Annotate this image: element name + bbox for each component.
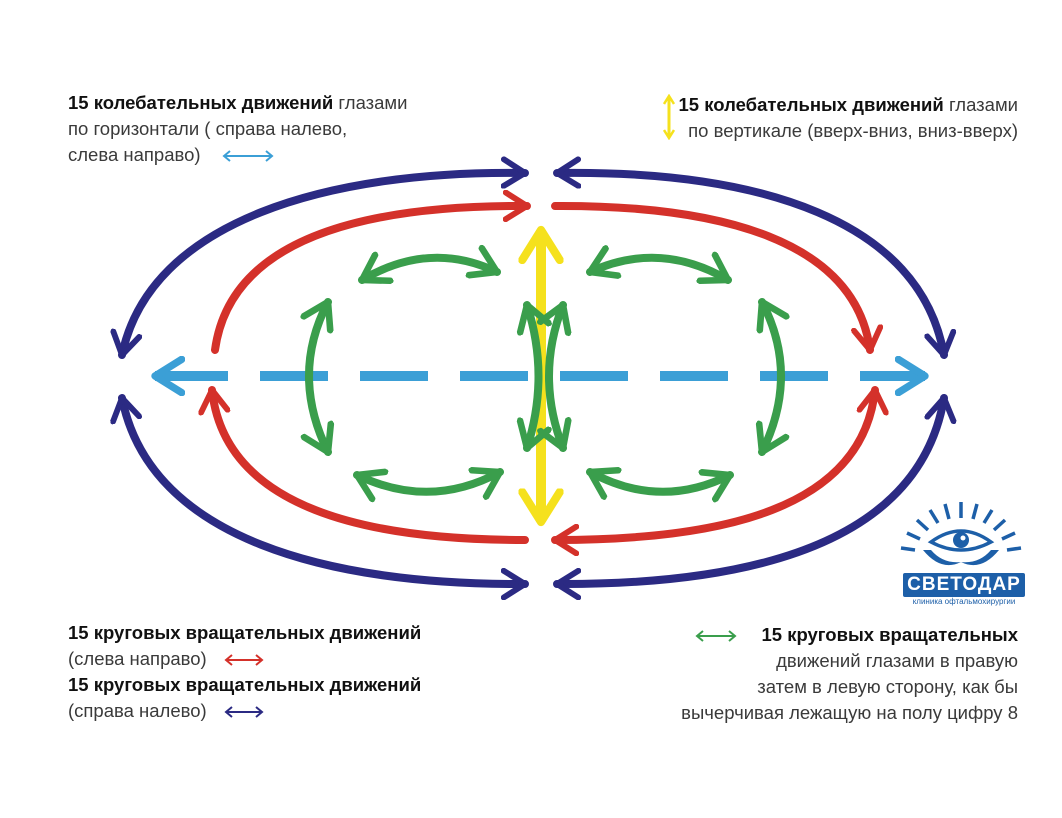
green-double-arrow-icon <box>695 630 738 642</box>
red-arc-bottom-right <box>551 386 875 540</box>
caption-horizontal-line2: по горизонтали ( справа налево, <box>68 118 348 139</box>
caption-figure-eight-line4: вычерчивая лежащую на полу цифру 8 <box>681 702 1018 723</box>
yellow-vertical-arrow-icon <box>662 94 675 140</box>
caption-horizontal-line3: слева направо) <box>68 144 201 165</box>
navy-arc-bottom-right <box>553 394 944 584</box>
red-arc-top-left <box>211 206 531 354</box>
green-left-top <box>358 258 501 280</box>
green-figure-eight <box>309 258 781 492</box>
navy-arc-bottom-left <box>122 394 529 584</box>
caption-circular-line2: (слева направо) <box>68 648 207 669</box>
green-center-left <box>527 301 539 452</box>
caption-figure-eight-line3: затем в левую сторону, как бы <box>757 676 1018 697</box>
caption-vertical: 15 колебательных движений глазами по вер… <box>662 92 1018 144</box>
caption-horizontal: 15 колебательных движений глазами по гор… <box>68 90 407 168</box>
blue-double-arrow-icon <box>222 150 274 162</box>
green-right-bottom <box>586 472 734 492</box>
caption-vertical-title: 15 колебательных движений <box>678 94 944 115</box>
caption-figure-eight: 15 круговых вращательных движений глазам… <box>681 622 1018 726</box>
eye-hands-sunrays-icon <box>900 502 1022 566</box>
caption-horizontal-title-rest: глазами <box>333 92 408 113</box>
caption-horizontal-title: 15 колебательных движений <box>68 92 334 113</box>
caption-circular-line4: (справа налево) <box>68 700 207 721</box>
caption-figure-eight-line2: движений глазами в правую <box>776 650 1018 671</box>
red-arc-top-right <box>551 201 870 354</box>
green-right-right <box>762 298 781 456</box>
navy-arc-top-left <box>122 173 529 359</box>
green-center-right <box>549 301 563 452</box>
caption-vertical-line2: по вертикале (вверх-вниз, вниз-вверх) <box>688 120 1018 141</box>
caption-circular: 15 круговых вращательных движений (слева… <box>68 620 421 724</box>
green-left-left <box>309 298 328 456</box>
green-left-bottom <box>353 472 504 492</box>
logo-subtitle: клиника офтальмохирургии <box>912 597 1016 606</box>
caption-circular-title-2: 15 круговых вращательных движений <box>68 674 422 695</box>
svetodar-logo <box>900 502 1022 566</box>
logo-wordmark: СВЕТОДАР <box>903 573 1025 597</box>
navy-double-arrow-icon <box>224 706 264 718</box>
caption-vertical-title-rest: глазами <box>943 94 1018 115</box>
red-double-arrow-icon <box>224 654 264 666</box>
caption-circular-title-1: 15 круговых вращательных движений <box>68 622 422 643</box>
navy-arc-top-right <box>553 173 944 359</box>
red-arc-bottom-left <box>212 386 529 544</box>
red-inner-loop <box>212 206 875 540</box>
caption-figure-eight-title: 15 круговых вращательных <box>761 624 1018 645</box>
green-right-top <box>586 258 732 280</box>
